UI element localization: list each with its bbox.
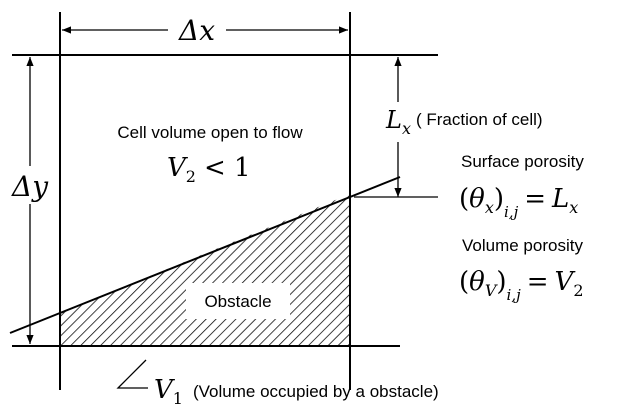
v1-leader-line bbox=[116, 359, 148, 389]
v1-note: (Volume occupied by a obstacle) bbox=[193, 382, 439, 401]
open-flow-label: Cell volume open to flow bbox=[117, 123, 303, 142]
surface-porosity-formula: (θx)i,j=Lx bbox=[459, 184, 578, 221]
surface-porosity-title: Surface porosity bbox=[461, 152, 584, 171]
obstacle-label-box bbox=[186, 283, 290, 319]
obstacle-region bbox=[60, 194, 350, 346]
lx-note: ( Fraction of cell) bbox=[416, 110, 543, 129]
dx-label: Δx bbox=[178, 14, 215, 47]
volume-porosity-formula: (θV)i,j=V2 bbox=[459, 267, 584, 304]
v1-label: V1 bbox=[154, 375, 183, 408]
obstacle-surface-line bbox=[9, 176, 401, 334]
lx-label: Lx bbox=[385, 106, 411, 138]
volume-porosity-title: Volume porosity bbox=[462, 236, 583, 255]
obstacle-label: Obstacle bbox=[204, 292, 271, 311]
dy-label: Δy bbox=[11, 170, 49, 203]
v2-expression: V2< 1 bbox=[167, 153, 251, 186]
